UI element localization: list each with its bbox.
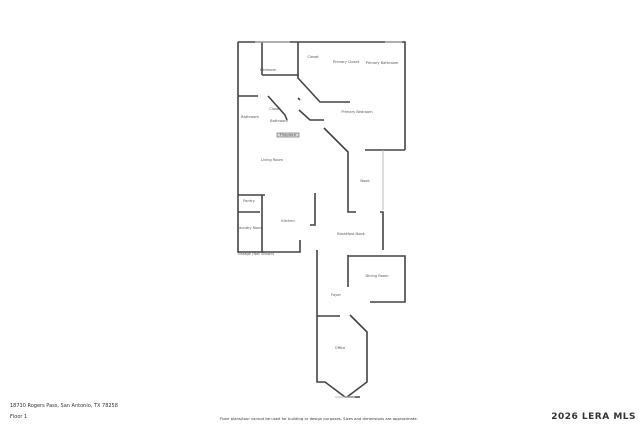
fireplace: [276, 132, 300, 138]
wall: [316, 250, 360, 398]
wall: [267, 95, 288, 121]
room-closet: Closet: [307, 55, 319, 59]
wall: [348, 255, 406, 303]
room-primary-bedroom: Primary Bedroom: [341, 110, 373, 114]
room-living-room: Living Room: [260, 158, 284, 162]
wall: [238, 41, 406, 150]
wall: [298, 109, 324, 121]
room-kitchen: Kitchen: [281, 219, 295, 223]
room-dining-room: Dining Room: [365, 274, 389, 278]
room-primary-closet: Primary Closet: [332, 60, 360, 64]
watermark: 2026 LERA MLS: [551, 412, 636, 422]
walls: [237, 41, 406, 398]
wall: [323, 127, 356, 213]
room-bedroom: Bedroom: [259, 68, 277, 72]
disclaimer: Floor plans/tour cannot be used for buil…: [220, 416, 418, 421]
wall: [380, 211, 384, 250]
room-foyer: Foyer: [331, 293, 341, 297]
wall: [346, 314, 368, 398]
windows: [255, 41, 402, 398]
wall: [297, 97, 301, 101]
room-primary-bathroom: Primary Bathroom: [365, 61, 399, 65]
room-closet-2: Closet: [269, 107, 281, 111]
wall: [237, 42, 301, 253]
room-bathroom: Bathroom: [241, 115, 259, 119]
room-laundry-room: Laundry Room: [236, 226, 264, 230]
room-fireplace: Fireplace: [279, 133, 297, 137]
wall: [310, 193, 316, 226]
address: 18710 Rogers Pass, San Antonio, TX 78258: [10, 403, 118, 409]
room-nook: Nook: [360, 179, 370, 183]
room-bathroom-2: Bathroom: [270, 119, 288, 123]
room-pantry: Pantry: [243, 199, 255, 203]
wall: [297, 42, 350, 103]
room-office: Office: [334, 346, 346, 350]
garage-note: Garage (Not Shown): [237, 252, 275, 256]
floor-label: Floor 1: [10, 414, 28, 420]
room-breakfast-nook: Breakfast Nook: [337, 232, 365, 236]
